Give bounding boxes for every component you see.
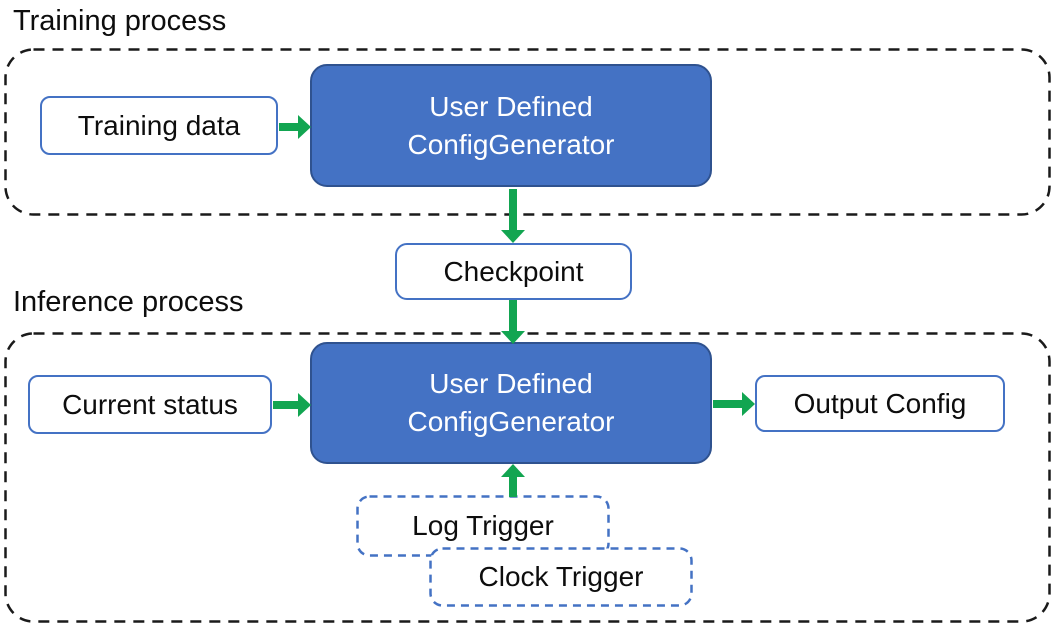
arrow-generator-to-checkpoint <box>501 189 525 243</box>
arrow-right-icon <box>298 115 311 139</box>
arrow-up-icon <box>501 464 525 477</box>
output-config-node: Output Config <box>755 375 1005 432</box>
inference-process-container <box>4 332 1051 623</box>
arrow-shaft <box>279 123 300 131</box>
arrow-checkpoint-to-inference-generator <box>501 300 525 344</box>
training-data-node: Training data <box>40 96 278 155</box>
config-generator-inference-line1: User Defined <box>429 368 593 400</box>
arrow-right-icon <box>742 392 755 416</box>
arrow-right-icon <box>298 393 311 417</box>
training-process-container <box>4 48 1051 216</box>
config-generator-training-line1: User Defined <box>429 90 593 122</box>
arrow-triggers-to-generator <box>501 464 525 497</box>
clock-trigger-border <box>429 547 693 607</box>
current-status-label: Current status <box>62 388 238 420</box>
log-trigger-node: Log Trigger <box>356 495 610 557</box>
arrow-shaft <box>273 401 300 409</box>
log-trigger-label: Log Trigger <box>412 510 554 541</box>
config-generator-node-inference: User Defined ConfigGenerator <box>310 342 712 464</box>
arrow-current-status-to-generator <box>273 393 311 417</box>
arrow-shaft <box>509 475 517 497</box>
arrow-training-data-to-generator <box>279 115 311 139</box>
clock-trigger-label: Clock Trigger <box>478 561 644 592</box>
arrow-generator-to-output-config <box>713 392 755 416</box>
clock-trigger-node: Clock Trigger <box>429 547 693 607</box>
output-config-label: Output Config <box>793 387 967 419</box>
inference-process-label: Inference process <box>13 286 244 318</box>
checkpoint-label: Checkpoint <box>443 255 584 287</box>
config-generator-inference-line2: ConfigGenerator <box>407 406 615 437</box>
config-generator-training-line2: ConfigGenerator <box>407 128 615 160</box>
arrow-down-icon <box>501 230 525 243</box>
current-status-node: Current status <box>28 375 272 434</box>
training-process-label: Training process <box>13 5 227 37</box>
arrow-shaft <box>713 400 744 408</box>
checkpoint-node: Checkpoint <box>395 243 632 300</box>
config-generator-node-training: User Defined ConfigGenerator <box>310 64 712 187</box>
arrow-shaft <box>509 189 517 232</box>
arrow-down-icon <box>501 331 525 344</box>
arrow-shaft <box>509 300 517 333</box>
training-data-label: Training data <box>77 109 241 141</box>
